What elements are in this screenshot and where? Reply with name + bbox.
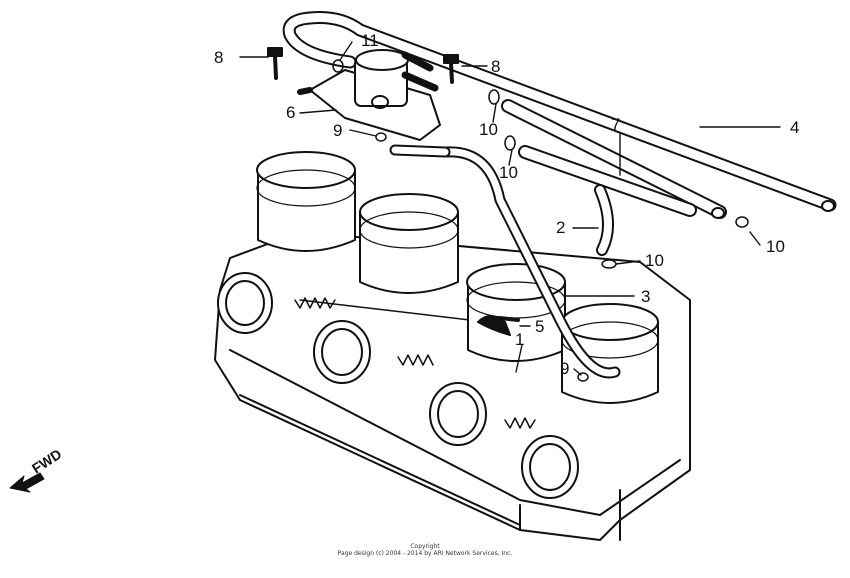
callout-10-c: 10 (645, 251, 664, 270)
air-cutoff-valve (297, 49, 441, 141)
leader-lines (239, 41, 781, 376)
cylinder-4 (561, 303, 659, 404)
callout-2: 2 (556, 218, 565, 237)
cylinder-2 (359, 193, 459, 294)
callout-10-b: 10 (499, 163, 518, 182)
part-5 (477, 315, 520, 336)
fwd-arrow-icon (9, 472, 45, 493)
bolt-right (443, 54, 459, 84)
callout-8-left: 8 (214, 48, 223, 67)
callout-10-d: 10 (766, 237, 785, 256)
callout-9-bottom: 9 (560, 359, 569, 378)
callout-8-right: 8 (491, 57, 500, 76)
callout-9-top: 9 (333, 121, 342, 140)
footer-copyright: Copyright (410, 543, 440, 550)
hose-4 (282, 11, 837, 212)
callout-11: 11 (361, 31, 379, 50)
hose-clips (332, 59, 749, 382)
callout-10-a: 10 (479, 120, 498, 139)
hose-7 (501, 99, 727, 219)
callout-4: 4 (790, 118, 799, 137)
hose-2 (594, 184, 615, 256)
callout-5: 5 (535, 317, 544, 336)
callout-3: 3 (641, 287, 650, 306)
cylinder-1 (256, 151, 356, 252)
fwd-label: FWD (29, 446, 64, 477)
callout-6: 6 (286, 103, 295, 122)
footer-page-design: Page design (c) 2004 - 2014 by ARI Netwo… (337, 550, 513, 557)
callout-1: 1 (515, 330, 524, 349)
bolt-left (267, 47, 283, 80)
throttle-springs (294, 297, 536, 429)
intake-bores (217, 272, 579, 499)
callout-7: 7 (611, 115, 620, 134)
hose-3 (389, 144, 621, 379)
